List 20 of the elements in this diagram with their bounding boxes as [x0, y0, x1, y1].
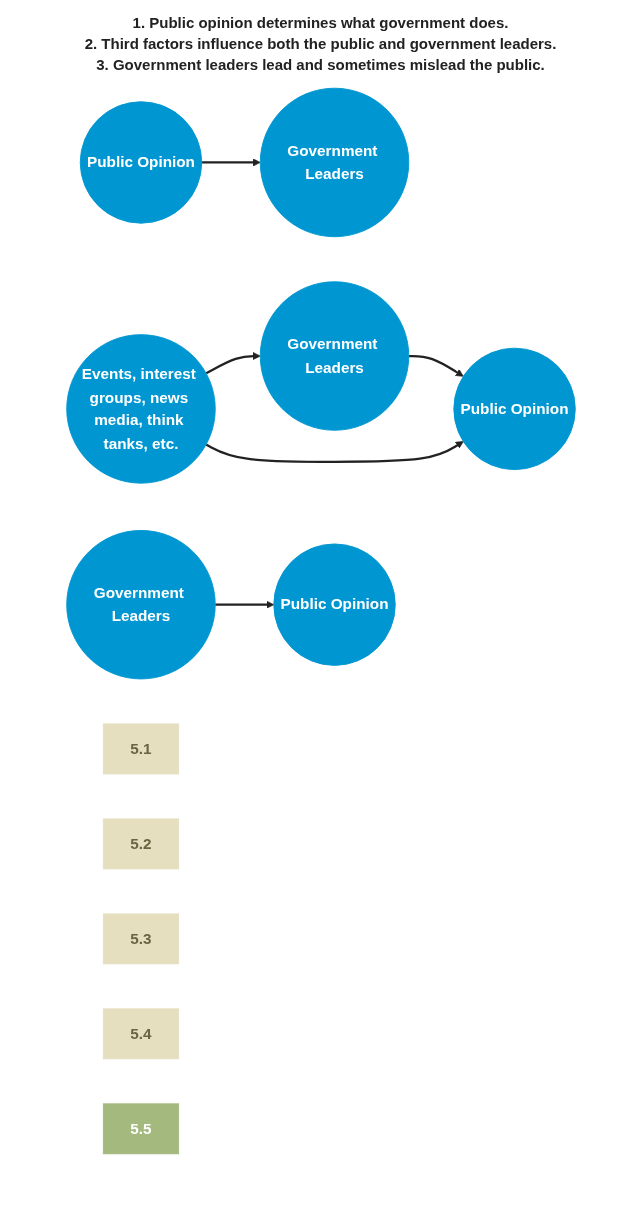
node-box: 5.2 — [102, 818, 179, 870]
node-circle: Public Opinion — [452, 347, 576, 471]
node-circle: Government Leaders — [65, 529, 216, 680]
node-circle: Public Opinion — [79, 101, 202, 224]
arrow — [205, 352, 261, 375]
node-circle: Events, interest groups, news media, think tanks, etc. — [65, 334, 216, 484]
node-circle: Public Opinion — [272, 543, 396, 666]
node-circle: Government Leaders — [259, 87, 409, 238]
arrow — [201, 158, 261, 167]
caption-heading: 3. Government leaders lead and sometimes mislead the public. — [95, 56, 546, 73]
arrow — [205, 441, 464, 463]
node-box: 5.1 — [102, 723, 179, 775]
node-box: 5.5 — [102, 1103, 179, 1155]
node-box: 5.4 — [102, 1008, 179, 1060]
node-circle: Government Leaders — [259, 281, 409, 431]
caption-heading: 1. Public opinion determines what government does. — [131, 14, 510, 31]
arrow — [408, 354, 464, 377]
caption-heading: 2. Third factors influence both the public and government leaders. — [83, 35, 558, 52]
arrow — [214, 600, 274, 609]
node-box: 5.3 — [102, 913, 179, 965]
